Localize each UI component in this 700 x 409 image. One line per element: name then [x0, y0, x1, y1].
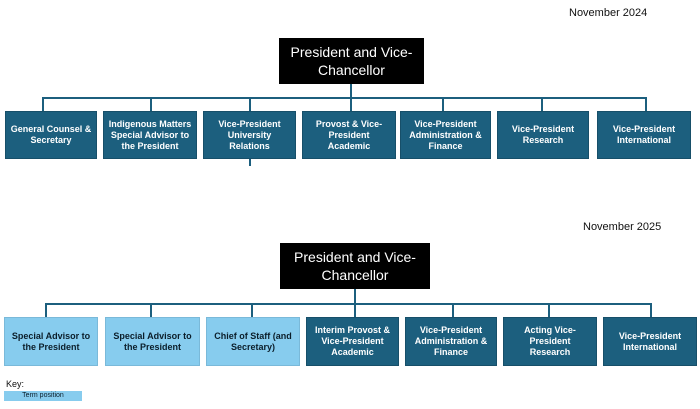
unit-2025-special-advisor-2: Special Advisor to the President: [105, 317, 200, 366]
connector-drop-2024-6: [541, 97, 543, 111]
date-2025: November 2025: [583, 221, 662, 233]
connector-tail-2024: [249, 158, 251, 166]
connector-drop-2024-7: [645, 97, 647, 111]
connector-drop-2025-5: [452, 303, 454, 317]
unit-2025-interim-provost: Interim Provost & Vice-President Academi…: [306, 317, 399, 366]
connector-drop-2025-7: [650, 303, 652, 317]
connector-drop-2024-3: [249, 97, 251, 111]
unit-2025-chief-of-staff: Chief of Staff (and Secretary): [206, 317, 300, 366]
key-term-position-swatch: Term position: [4, 391, 82, 401]
connector-drop-2024-5: [442, 97, 444, 111]
date-2024: November 2024: [569, 7, 648, 19]
connector-drop-2024-1: [42, 97, 44, 111]
connector-root-2025: [354, 289, 356, 304]
unit-2024-general-counsel: General Counsel & Secretary: [5, 111, 97, 159]
connector-root-2024: [350, 84, 352, 98]
connector-drop-2025-3: [251, 303, 253, 317]
root-president-2024: President and Vice-Chancellor: [279, 38, 424, 84]
unit-2025-vp-international: Vice-President International: [603, 317, 697, 366]
connector-drop-2025-1: [45, 303, 47, 317]
unit-2024-vp-international: Vice-President International: [597, 111, 691, 159]
unit-2024-vp-admin-finance: Vice-President Administration & Finance: [400, 111, 491, 159]
root-president-2025: President and Vice-Chancellor: [280, 243, 430, 289]
connector-drop-2025-6: [548, 303, 550, 317]
unit-2024-indigenous-matters: Indigenous Matters Special Advisor to th…: [103, 111, 197, 159]
unit-2024-vp-research: Vice-President Research: [497, 111, 589, 159]
unit-2025-special-advisor-1: Special Advisor to the President: [4, 317, 98, 366]
connector-bar-2025: [45, 303, 651, 305]
connector-drop-2024-2: [150, 97, 152, 111]
unit-2025-vp-admin-finance: Vice-President Administration & Finance: [405, 317, 497, 366]
unit-2024-provost: Provost & Vice-President Academic: [302, 111, 396, 159]
connector-drop-2024-4: [350, 97, 352, 111]
unit-2024-vp-university-relations: Vice-President University Relations: [203, 111, 296, 159]
key-label: Key:: [6, 379, 25, 389]
connector-bar-2024: [42, 97, 646, 99]
unit-2025-acting-vp-research: Acting Vice-President Research: [503, 317, 597, 366]
connector-drop-2025-4: [354, 303, 356, 317]
connector-drop-2025-2: [150, 303, 152, 317]
